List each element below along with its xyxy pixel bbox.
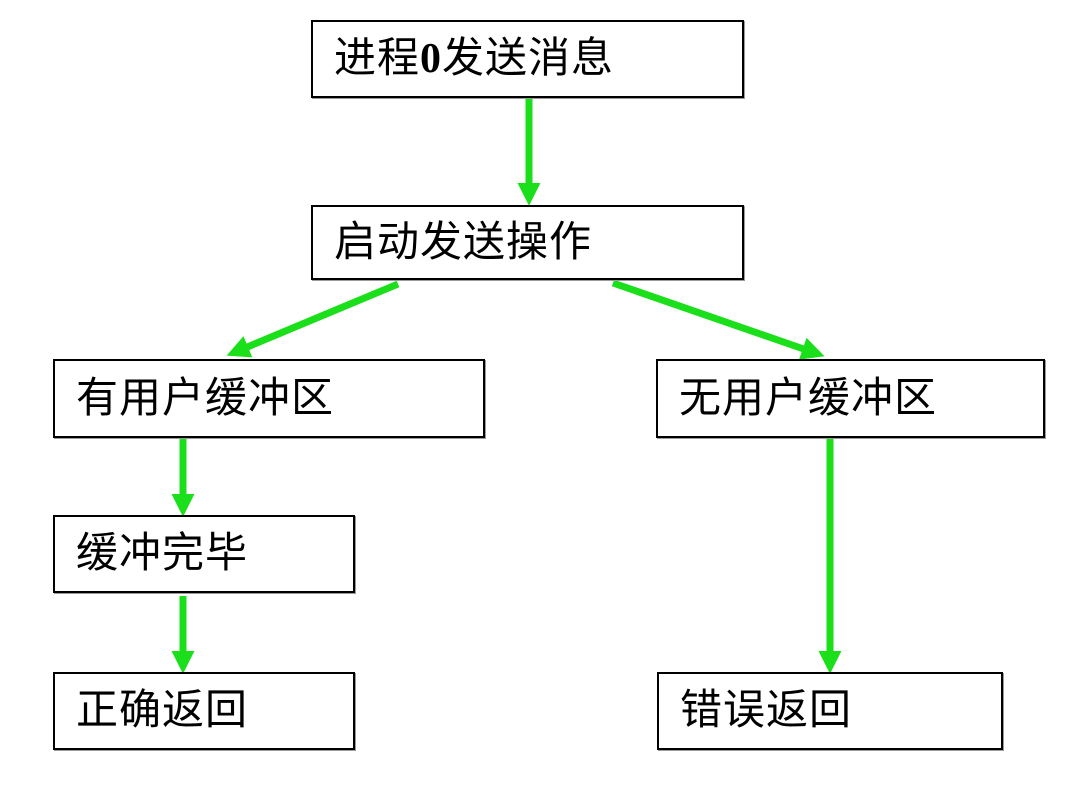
- flow-node-buffering-complete: 缓冲完毕: [53, 515, 355, 593]
- flow-node-error-return: 错误返回: [657, 672, 1003, 750]
- flow-arrow-start-send-operation-to-no-user-buffer: [611, 279, 825, 360]
- flow-node-label: 进程0发送消息: [334, 36, 615, 82]
- flow-node-has-user-buffer: 有用户缓冲区: [53, 359, 485, 438]
- flow-node-start-send-operation: 启动发送操作: [311, 205, 744, 280]
- flow-node-correct-return: 正确返回: [53, 672, 355, 750]
- flow-node-label: 错误返回: [680, 688, 853, 734]
- flow-node-label: 正确返回: [76, 688, 249, 734]
- flow-arrow-start-send-operation-to-has-user-buffer: [226, 280, 400, 358]
- flow-node-label: 无用户缓冲区: [679, 375, 938, 422]
- flow-node-no-user-buffer: 无用户缓冲区: [656, 359, 1045, 438]
- flow-node-process0-send-message: 进程0发送消息: [311, 20, 744, 98]
- flow-node-label: 启动发送操作: [334, 219, 593, 266]
- flow-node-label: 缓冲完毕: [76, 531, 249, 577]
- flow-node-label: 有用户缓冲区: [76, 375, 335, 422]
